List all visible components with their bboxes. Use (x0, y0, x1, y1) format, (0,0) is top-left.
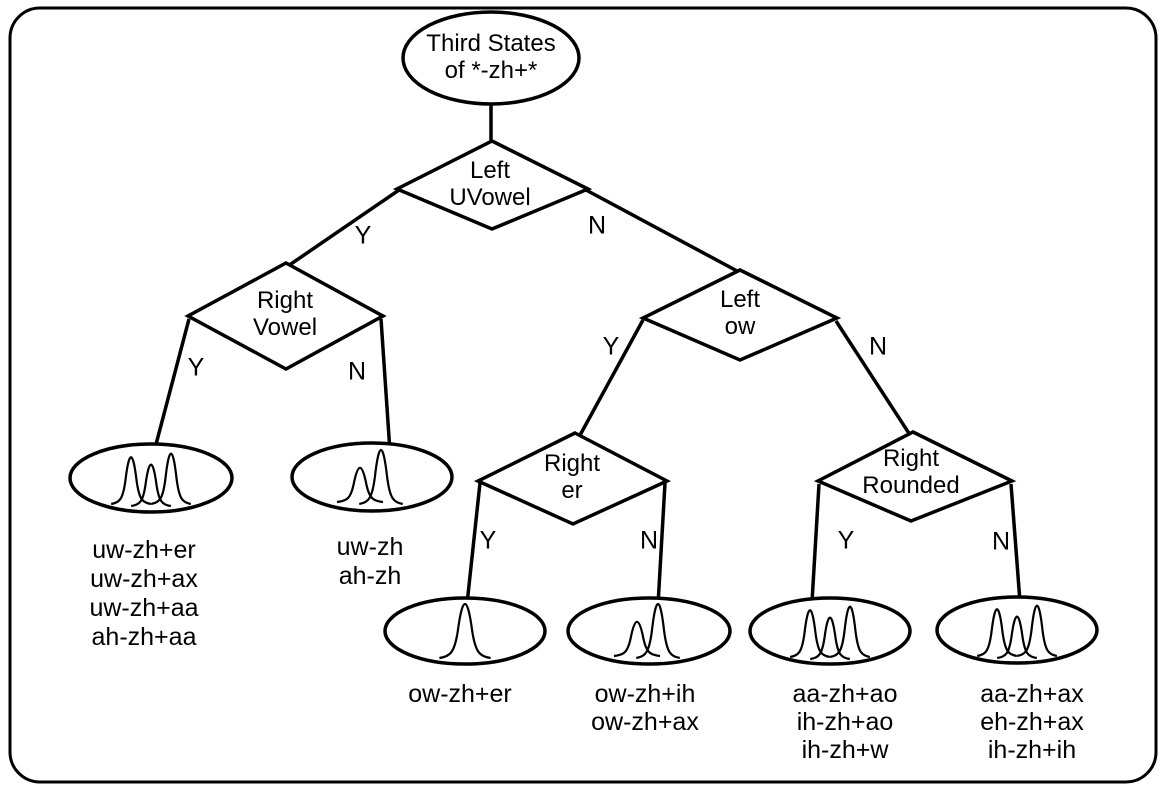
right-er-no-label: N (639, 526, 659, 555)
figure-border (8, 6, 1158, 784)
right-vowel-yes-label: Y (187, 353, 205, 382)
edge-left-uvowel-no (585, 188, 740, 274)
leaf-5-states: aa-zh+ao ih-zh+ao ih-zh+w (793, 680, 898, 764)
leaf-state: aa-zh+ax (980, 680, 1084, 708)
root-node-label: Third States of *-zh+* (426, 30, 555, 84)
right-vowel-no-label: N (347, 357, 367, 386)
question-right-er-label: Right er (543, 450, 601, 504)
question-right-er-diamond (473, 431, 671, 526)
leaf-state: ah-zh (338, 562, 402, 590)
leaf-2-states: uw-zh ah-zh (337, 533, 404, 591)
left-ow-yes-label: Y (602, 332, 620, 361)
edge-left-ow-yes (577, 319, 645, 438)
leaf-1-ellipse (68, 442, 234, 514)
question-right-rounded-label: Right Rounded (862, 445, 960, 499)
leaf-state: uw-zh+ax (90, 565, 198, 593)
left-uvowel-no-label: N (587, 211, 607, 240)
leaf-1-states: uw-zh+er uw-zh+ax uw-zh+aa ah-zh+aa (89, 536, 198, 652)
edge-right-rounded-no (1009, 483, 1022, 603)
root-node-ellipse (401, 10, 581, 106)
edge-right-er-yes (465, 482, 482, 605)
leaf-state: ah-zh+aa (91, 623, 197, 651)
tree-edges (152, 104, 1022, 606)
leaf-2-ellipse (290, 441, 454, 513)
leaf-state: ow-zh+er (408, 680, 512, 708)
leaf-state: aa-zh+ao (792, 680, 898, 708)
leaf-state: ih-zh+ao (796, 708, 894, 736)
root-label-line2: of *-zh+* (444, 57, 538, 84)
edge-right-vowel-yes (152, 318, 191, 453)
leaf-6-ellipse (935, 595, 1099, 665)
leaf-6-states: aa-zh+ax eh-zh+ax ih-zh+ih (980, 680, 1084, 764)
left-uvowel-yes-label: Y (354, 221, 372, 250)
edge-right-vowel-no (379, 318, 392, 453)
left-ow-no-label: N (868, 332, 888, 361)
edge-left-uvowel-yes (287, 188, 400, 268)
leaf-state: ih-zh+w (801, 736, 889, 764)
leaf-state: uw-zh (336, 533, 404, 561)
right-rounded-yes-label: Y (837, 526, 855, 555)
question-left-uvowel-diamond (392, 139, 593, 231)
root-label-line1: Third States (426, 30, 556, 57)
leaf-4-ellipse (566, 596, 732, 666)
leaf-state: eh-zh+ax (980, 708, 1084, 736)
leaf-4-states: ow-zh+ih ow-zh+ax (591, 680, 699, 736)
question-right-rounded-diamond (813, 430, 1017, 523)
leaf-state: uw-zh+er (92, 536, 196, 564)
question-right-vowel-diamond (184, 261, 387, 371)
right-rounded-no-label: N (991, 527, 1011, 556)
question-left-uvowel-label: Left UVowel (449, 157, 531, 211)
edge-right-er-no (656, 482, 667, 606)
leaf-5-ellipse (748, 596, 912, 666)
leaf-state: ow-zh+ax (591, 708, 699, 736)
leaf-state: ow-zh+ih (594, 680, 696, 708)
edge-left-ow-no (834, 320, 914, 439)
question-right-vowel-label: Right Vowel (252, 287, 318, 341)
question-left-ow-label: Left ow (719, 286, 761, 340)
right-er-yes-label: Y (479, 526, 497, 555)
leaf-3-ellipse (383, 596, 547, 666)
leaf-state: uw-zh+aa (89, 594, 199, 622)
leaf-3-states: ow-zh+er (408, 680, 512, 708)
edge-right-rounded-yes (810, 483, 821, 603)
leaf-state: ih-zh+ih (987, 736, 1077, 764)
question-left-ow-diamond (638, 268, 842, 362)
